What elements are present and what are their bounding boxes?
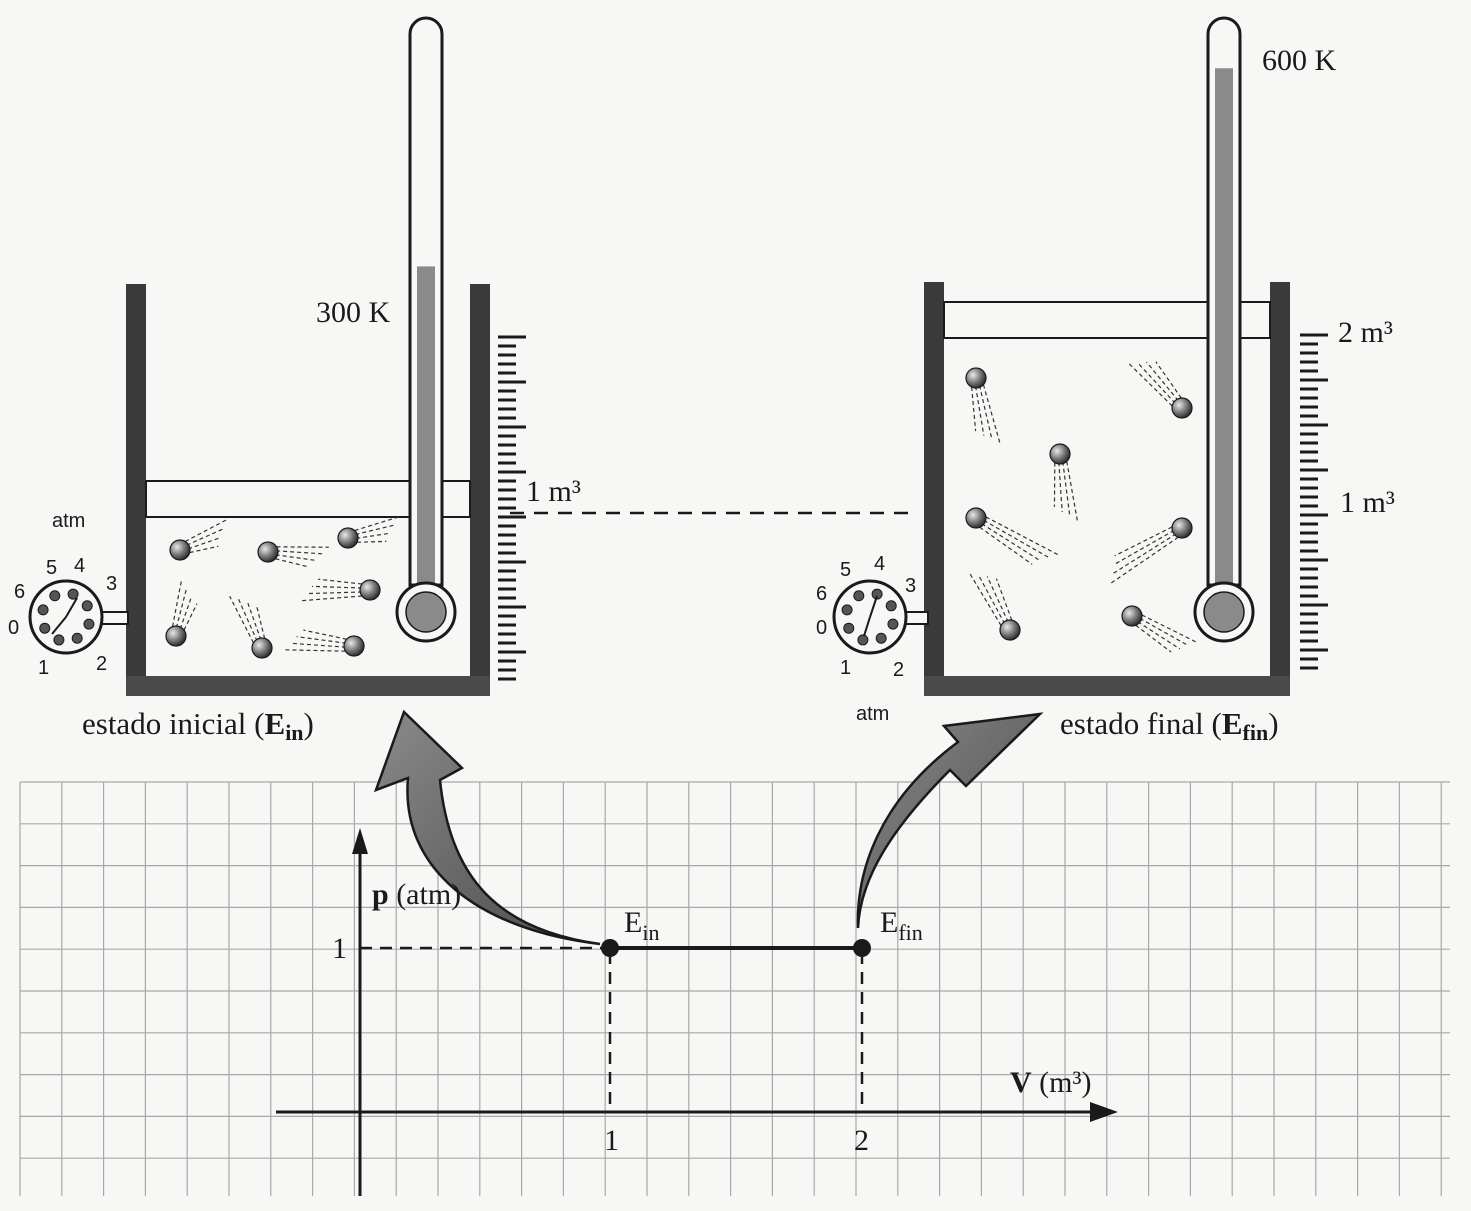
final-gas-molecules (965, 361, 1198, 653)
initial-state-vessel: atm 0 1 2 3 4 5 6 300 K 1 m³ estado inic… (8, 16, 581, 745)
initial-gauge-tick-2: 2 (96, 653, 107, 675)
x-axis-arrowhead (1090, 1102, 1118, 1122)
initial-gauge-unit: atm (52, 510, 85, 532)
initial-mercury-column (417, 266, 435, 606)
final-vessel-right-wall (1270, 282, 1290, 694)
point-final (853, 939, 871, 957)
final-gauge-tick-1: 1 (840, 657, 851, 679)
grid-paper (19, 781, 1450, 1196)
initial-gas-molecules (165, 516, 400, 659)
initial-gauge-tick-0: 0 (8, 617, 19, 639)
initial-gauge-tick-4: 4 (74, 555, 85, 577)
final-gauge-tick-2: 2 (893, 659, 904, 681)
point-initial-label: Ein (624, 906, 659, 945)
final-thermometer-bulb (1203, 591, 1245, 633)
initial-gauge-tick-1: 1 (38, 657, 49, 679)
y-tick-1: 1 (332, 932, 347, 965)
final-volume-scale (1300, 333, 1328, 670)
final-gauge-tick-4: 4 (874, 553, 885, 575)
final-state-vessel: atm 0 1 2 3 4 5 6 600 K 2 m³ 1 m³ estado… (816, 16, 1395, 745)
y-axis-arrowhead (352, 828, 368, 854)
y-axis-label: p (atm) (372, 878, 461, 911)
final-mercury-column (1215, 68, 1233, 607)
final-vessel-bottom (924, 676, 1290, 696)
curved-arrow-to-final (856, 712, 1044, 929)
final-gauge-tick-5: 5 (840, 559, 851, 581)
initial-gauge-tick-3: 3 (106, 573, 117, 595)
final-volume-label-upper: 2 m³ (1338, 316, 1393, 349)
final-state-caption: estado final (Efin) (1060, 706, 1279, 745)
point-final-label: Efin (880, 906, 923, 945)
initial-vessel-bottom (126, 676, 490, 696)
final-temperature-label: 600 K (1262, 44, 1337, 77)
final-gauge-tick-6: 6 (816, 583, 827, 605)
initial-vessel-right-wall (470, 284, 490, 694)
final-pressure-gauge (832, 579, 929, 655)
initial-gauge-tick-5: 5 (46, 557, 57, 579)
final-gauge-tick-0: 0 (816, 617, 827, 639)
initial-pressure-gauge (28, 579, 129, 655)
initial-vessel-left-wall (126, 284, 146, 694)
initial-gauge-tick-6: 6 (14, 581, 25, 603)
initial-thermometer (395, 16, 457, 643)
final-gauge-needle (863, 616, 871, 637)
initial-volume-label: 1 m³ (526, 475, 581, 508)
initial-gauge-needle (51, 616, 67, 635)
final-gauge-unit: atm (856, 703, 889, 725)
point-initial (601, 939, 619, 957)
x-axis-label: V (m³) (1010, 1066, 1091, 1099)
x-tick-2: 2 (854, 1124, 869, 1157)
final-vessel-left-wall (924, 282, 944, 694)
initial-state-caption: estado inicial (Ein) (82, 706, 314, 745)
final-gauge-tick-3: 3 (905, 575, 916, 597)
final-thermometer (1193, 16, 1255, 643)
final-volume-label-lower: 1 m³ (1340, 486, 1395, 519)
initial-temperature-label: 300 K (316, 296, 391, 329)
x-tick-1: 1 (604, 1124, 619, 1157)
initial-thermometer-bulb (405, 591, 447, 633)
pv-graph: p (atm) V (m³) 1 1 2 Ein Efin (276, 828, 1118, 1196)
initial-volume-scale (498, 335, 526, 681)
curved-arrow-to-initial (373, 709, 601, 946)
